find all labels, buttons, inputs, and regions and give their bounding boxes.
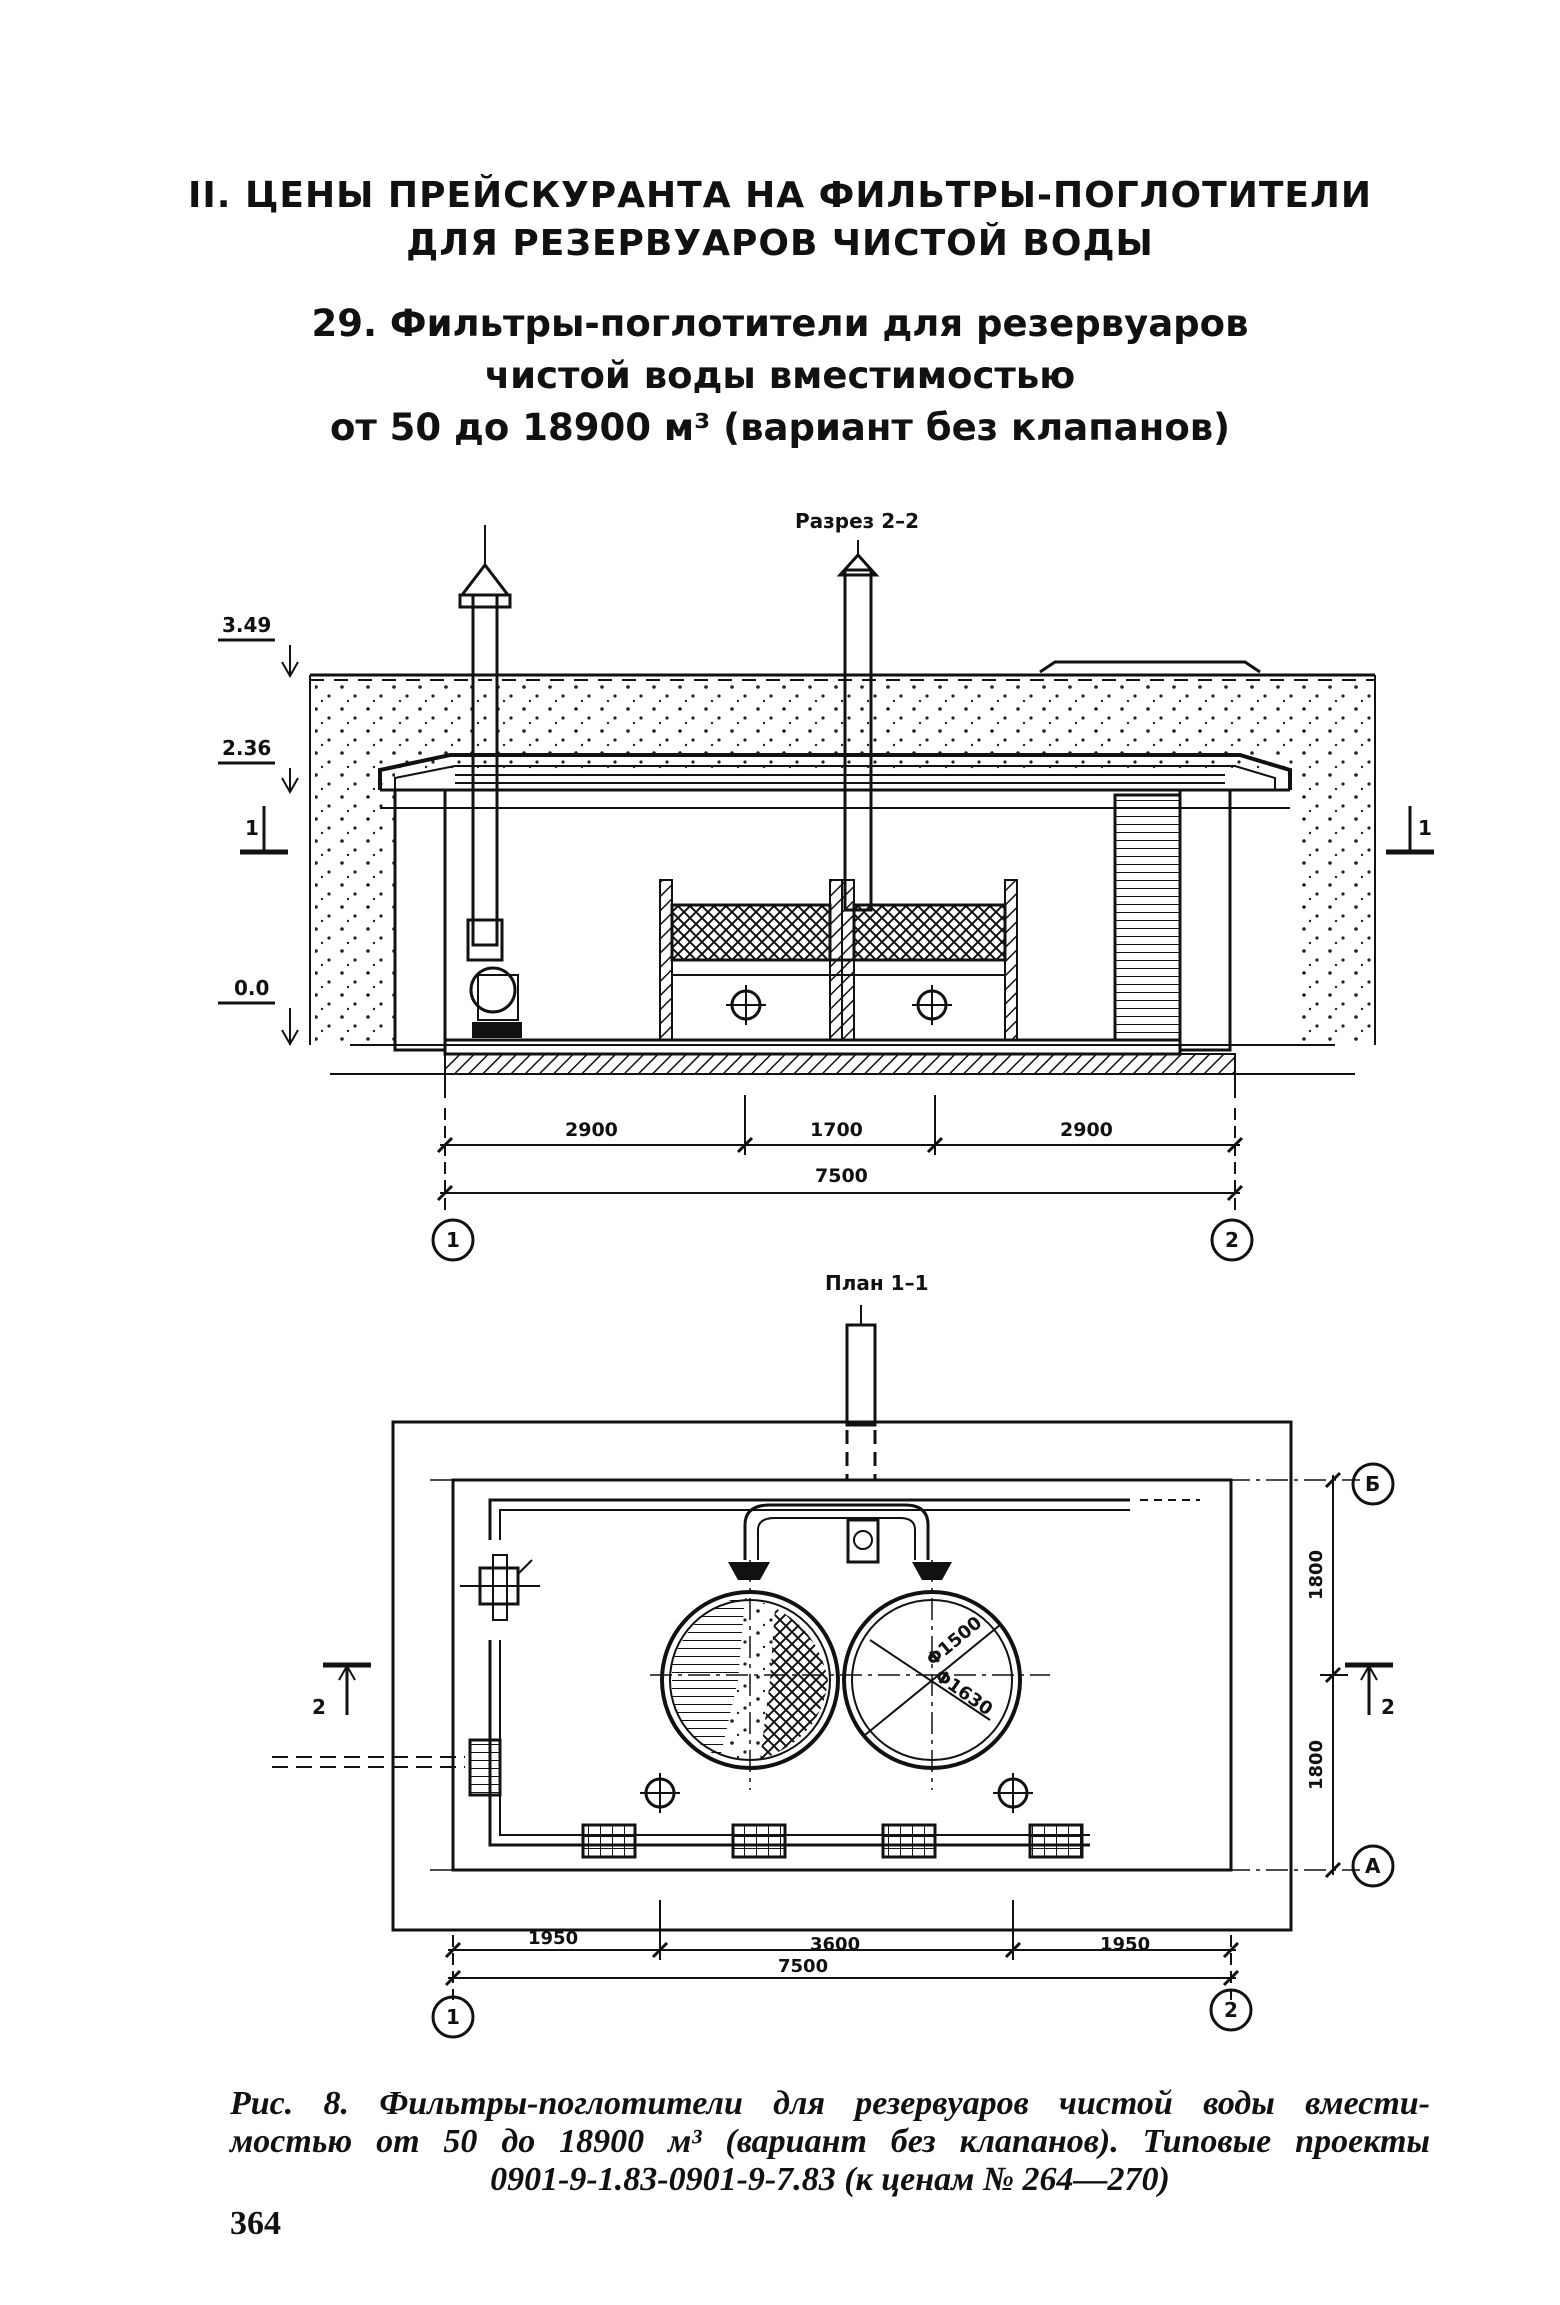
section-dim-total: 7500 (815, 1165, 868, 1187)
row-axis-b: Б (1365, 1472, 1380, 1496)
plan-cut-left: 2 (312, 1695, 326, 1719)
section-dimensions: 2900 1700 2900 7500 1 2 (431, 1095, 1254, 1262)
cut-marks-2: 2 2 (312, 1662, 1395, 1719)
caption-line2: мостью от 50 до 18900 м³ (вариант без кл… (230, 2123, 1430, 2160)
plan-view: План 1–1 (272, 1271, 1395, 2039)
table-heading-line3: от 50 до 18900 м³ (вариант без клапанов) (329, 406, 1231, 449)
section-view: Разрез 2–2 (218, 509, 1434, 1262)
section-dim-1: 2900 (565, 1119, 618, 1141)
level-marks: 3.49 2.36 0.0 (218, 613, 299, 1047)
section-heading-line1: II. ЦЕНЫ ПРЕЙСКУРАНТА НА ФИЛЬТРЫ-ПОГЛОТИ… (187, 175, 1373, 216)
table-heading: 29. Фильтры-поглотители для резервуаров … (0, 298, 1560, 454)
cut-mark-left: 1 (245, 816, 259, 840)
level-mark-mid: 2.36 (222, 736, 271, 760)
plan-view-title: План 1–1 (825, 1271, 929, 1295)
table-heading-line1: 29. Фильтры-поглотители для резервуаров (311, 302, 1249, 345)
section-dim-3: 2900 (1060, 1119, 1113, 1141)
figure-caption: Рис. 8. Фильтры-поглотители для резервуа… (230, 2085, 1430, 2199)
plan-dimensions: 1950 3600 1950 7500 1 2 (431, 1900, 1253, 2039)
filter-tank-left (660, 1590, 840, 1770)
plan-side-dimensions: 1800 1800 Б А (1306, 1462, 1395, 1888)
level-mark-bottom: 0.0 (234, 976, 269, 1000)
side-dim-bottom: 1800 (1306, 1740, 1327, 1790)
section-heading: II. ЦЕНЫ ПРЕЙСКУРАНТА НА ФИЛЬТРЫ-ПОГЛОТИ… (0, 172, 1560, 268)
plan-dim-3: 1950 (1100, 1934, 1150, 1955)
section-axis-1: 1 (446, 1228, 460, 1252)
level-mark-top: 3.49 (222, 613, 271, 637)
section-heading-line2: ДЛЯ РЕЗЕРВУАРОВ ЧИСТОЙ ВОДЫ (406, 223, 1154, 264)
cut-marks-1: 1 1 (240, 806, 1434, 855)
row-axis-a: А (1365, 1854, 1381, 1878)
plan-dim-total: 7500 (778, 1956, 828, 1977)
plan-cut-right: 2 (1381, 1695, 1395, 1719)
side-dim-top: 1800 (1306, 1550, 1327, 1600)
plan-dim-2: 3600 (810, 1934, 860, 1955)
caption-line3: 0901-9-1.83-0901-9-7.83 (к ценам № 264—2… (490, 2161, 1170, 2198)
section-dim-2: 1700 (810, 1119, 863, 1141)
pipe-fittings (581, 1823, 1084, 1859)
cut-mark-right: 1 (1418, 816, 1432, 840)
plan-axis-1: 1 (446, 2005, 460, 2029)
table-heading-line2: чистой воды вместимостью (484, 354, 1076, 397)
plan-axis-2: 2 (1224, 1998, 1238, 2022)
filter-tanks (659, 879, 1018, 1041)
caption-line1: Рис. 8. Фильтры-поглотители для резервуа… (230, 2085, 1430, 2122)
plan-dim-1: 1950 (528, 1928, 578, 1949)
page-number: 364 (230, 2205, 281, 2242)
diameter-inner: Φ1630 (931, 1665, 997, 1720)
section-view-title: Разрез 2–2 (795, 509, 919, 533)
section-axis-2: 2 (1225, 1228, 1239, 1252)
